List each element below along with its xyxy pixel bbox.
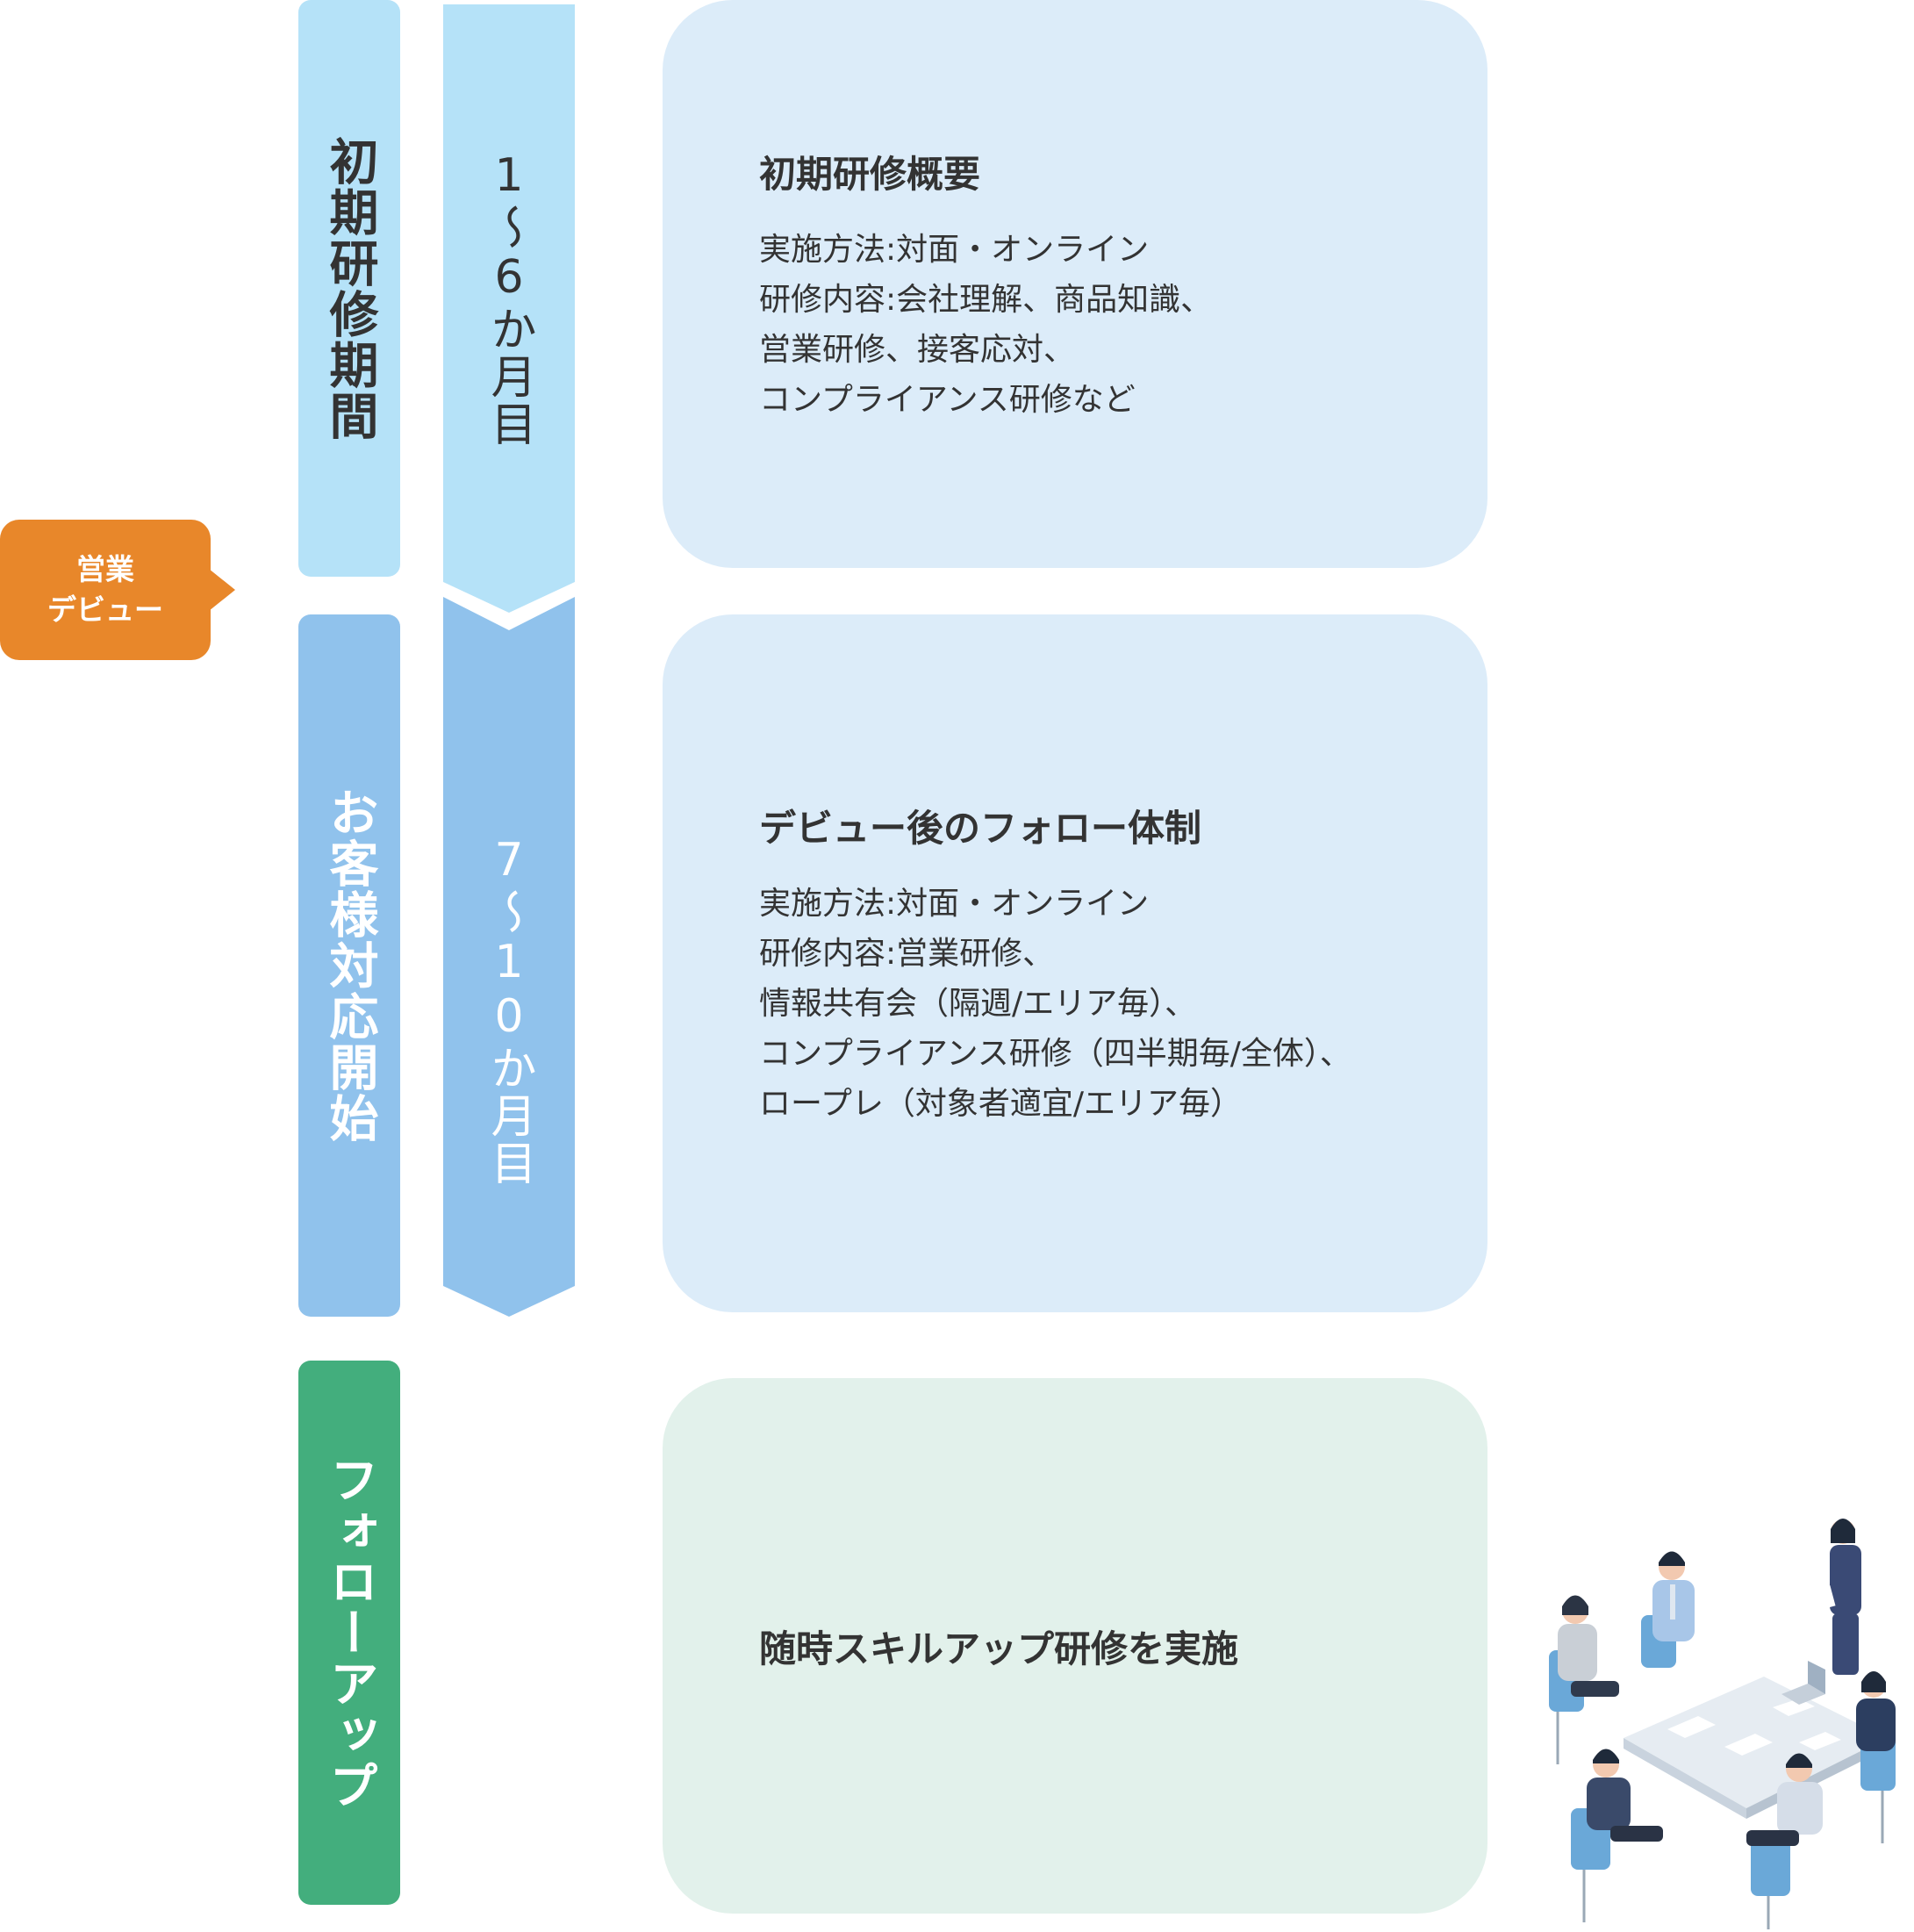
card-line: コンプライアンス研修（四半期毎/全体）、 bbox=[759, 1035, 1351, 1072]
meeting-people-icon bbox=[1549, 1519, 1896, 1929]
card-line: 研修内容:営業研修、 bbox=[759, 935, 1055, 972]
period-label: 1～6か月目 bbox=[483, 149, 535, 448]
card-title: 初期研修概要 bbox=[759, 153, 981, 196]
card-line: 実施方法:対面・オンライン bbox=[759, 885, 1150, 922]
card-title: 随時スキルアップ研修を実施 bbox=[759, 1627, 1239, 1670]
card-post-debut-follow-up: デビュー後のフォロー体制 実施方法:対面・オンライン 研修内容:営業研修、 情報… bbox=[663, 614, 1487, 1312]
card-line: 実施方法:対面・オンライン bbox=[759, 232, 1150, 268]
arrow-down-shape bbox=[443, 597, 575, 1317]
card-title: デビュー後のフォロー体制 bbox=[759, 806, 1202, 850]
period-arrow-7-10-months: 7～10か月目 bbox=[443, 597, 575, 1317]
period-label: 7～10か月目 bbox=[483, 834, 535, 1187]
phase-bar-customer-service: お客様対応開始 bbox=[298, 614, 400, 1317]
card-skill-up-training: 随時スキルアップ研修を実施 bbox=[663, 1378, 1487, 1914]
phase-bar-initial-training: 初期研修期間 bbox=[298, 0, 400, 577]
phase-label: フォローアップ bbox=[321, 1454, 378, 1811]
badge-line: デビュー bbox=[47, 593, 163, 627]
card-initial-training-overview: 初期研修概要 実施方法:対面・オンライン 研修内容:会社理解、商品知識、 営業研… bbox=[663, 0, 1487, 568]
card-line: 研修内容:会社理解、商品知識、 bbox=[759, 282, 1213, 318]
phase-label: お客様対応開始 bbox=[321, 787, 378, 1144]
sales-debut-badge: 営業 デビュー bbox=[0, 520, 235, 660]
arrow-down-shape bbox=[443, 4, 575, 613]
card-line: コンプライアンス研修など bbox=[759, 382, 1136, 418]
card-line: ロープレ（対象者適宜/エリア毎） bbox=[759, 1085, 1242, 1122]
period-arrow-1-6-months: 1～6か月目 bbox=[443, 4, 575, 613]
phase-bar-follow-up: フォローアップ bbox=[298, 1361, 400, 1905]
phase-label: 初期研修期間 bbox=[321, 135, 378, 442]
card-line: 営業研修、接客応対、 bbox=[759, 332, 1076, 368]
card-line: 情報共有会（隔週/エリア毎）、 bbox=[759, 985, 1197, 1022]
badge-line: 営業 bbox=[76, 552, 134, 586]
